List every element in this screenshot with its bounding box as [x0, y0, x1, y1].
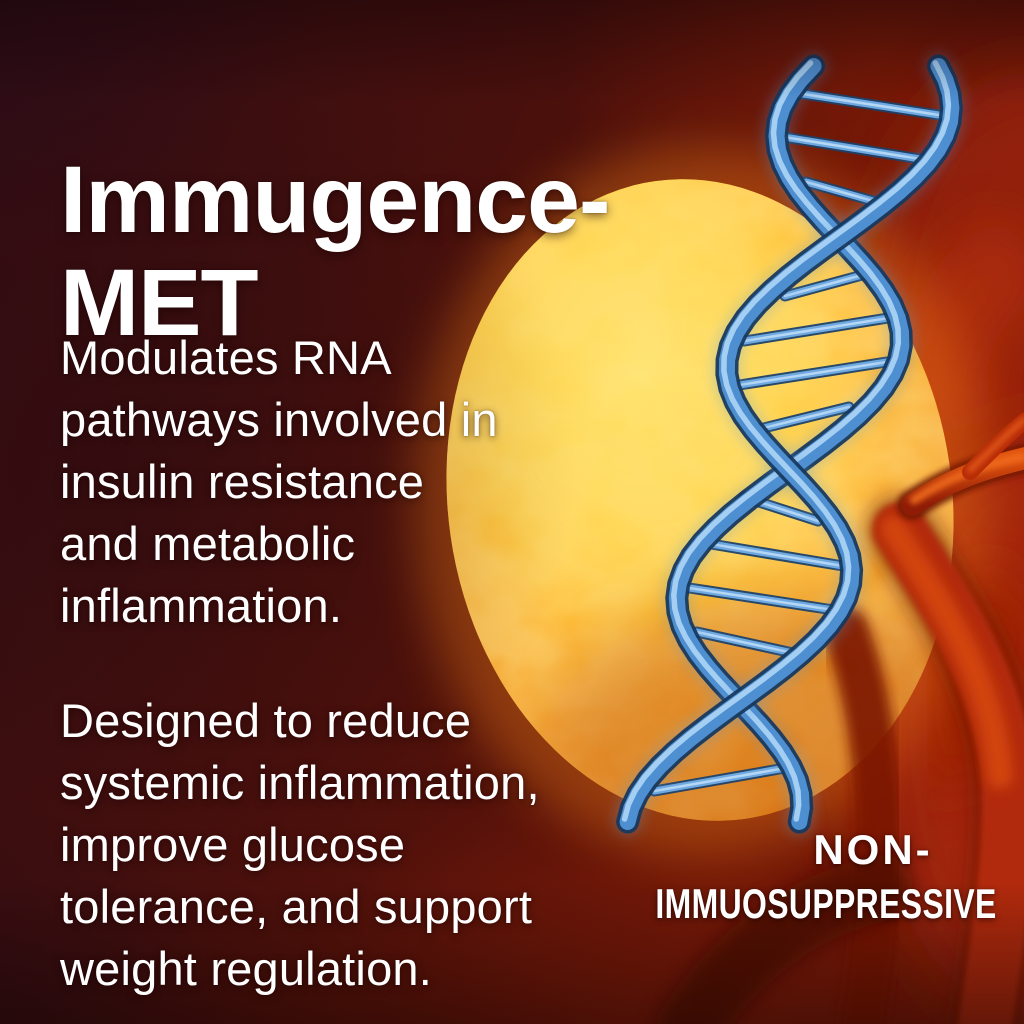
product-title-line: Immugence- — [60, 146, 611, 253]
product-title: Immugence- MET — [60, 146, 611, 356]
paragraph-line: pathways involved in — [60, 393, 498, 446]
benefit-paragraph-2: Designed to reduce systemic inflammation… — [60, 690, 540, 1000]
paragraph-line: systemic inflammation, — [60, 756, 540, 809]
paragraph-line: Modulates RNA — [60, 331, 392, 384]
benefit-paragraph-1: Modulates RNA pathways involved in insul… — [60, 327, 498, 637]
paragraph-line: Designed to reduce — [60, 694, 472, 747]
paragraph-line: and metabolic — [60, 517, 356, 570]
product-title-line: MET — [60, 249, 259, 356]
paragraph-line: inflammation. — [60, 579, 343, 632]
paragraph-line: tolerance, and support — [60, 880, 533, 933]
paragraph-line: weight regulation. — [60, 942, 433, 995]
non-immunosuppressive-badge: NON- IMMUOSUPPRESSIVE — [605, 824, 1024, 932]
badge-line: NON- — [813, 826, 933, 873]
paragraph-line: insulin resistance — [60, 455, 425, 508]
paragraph-line: improve glucose — [60, 818, 406, 871]
badge-line: IMMUOSUPPRESSIVE — [655, 880, 997, 927]
